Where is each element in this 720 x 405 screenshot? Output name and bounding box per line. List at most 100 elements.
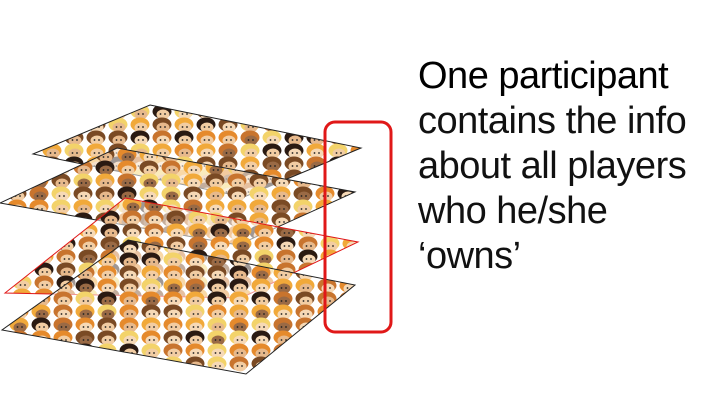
cartoon-face-icon xyxy=(163,356,183,372)
cartoon-face-icon xyxy=(75,291,95,307)
cartoon-face-icon xyxy=(339,356,355,372)
cartoon-face-icon xyxy=(42,105,62,120)
cartoon-face-icon xyxy=(254,236,274,252)
cartoon-face-icon xyxy=(251,343,271,359)
cartoon-face-icon xyxy=(207,265,227,281)
cartoon-face-icon xyxy=(117,173,137,189)
cartoon-face-icon xyxy=(262,156,282,172)
cartoon-face-icon xyxy=(185,343,205,359)
cartoon-face-icon xyxy=(185,330,205,346)
cartoon-face-icon xyxy=(31,356,51,372)
cartoon-face-icon xyxy=(163,252,183,268)
cartoon-face-icon xyxy=(56,249,76,265)
cartoon-face-icon xyxy=(317,304,337,320)
cartoon-face-icon xyxy=(9,343,29,359)
cartoon-face-icon xyxy=(73,173,93,189)
cartoon-face-icon xyxy=(7,238,27,245)
cartoon-face-icon xyxy=(119,265,139,281)
cartoon-face-icon xyxy=(342,198,358,213)
cartoon-face-icon xyxy=(117,148,137,163)
cartoon-face-icon xyxy=(166,223,186,239)
cartoon-face-icon xyxy=(75,304,95,320)
caption-line-4: who he/she xyxy=(418,190,608,232)
cartoon-face-icon xyxy=(251,317,271,333)
cartoon-face-icon xyxy=(210,223,230,239)
cartoon-face-icon xyxy=(139,160,159,176)
cartoon-face-icon xyxy=(163,278,183,294)
cartoon-face-icon xyxy=(295,278,315,294)
cartoon-face-icon xyxy=(95,160,115,176)
cartoon-face-icon xyxy=(97,265,117,281)
cartoon-face-icon xyxy=(12,210,32,226)
cartoon-face-icon xyxy=(240,130,260,146)
cartoon-face-icon xyxy=(34,223,54,239)
cartoon-face-icon xyxy=(7,148,27,163)
cartoon-face-icon xyxy=(284,117,304,133)
cartoon-face-icon xyxy=(227,186,247,202)
cartoon-face-icon xyxy=(342,236,358,252)
cartoon-face-icon xyxy=(229,304,249,320)
cartoon-face-icon xyxy=(342,262,358,278)
cartoon-face-icon xyxy=(227,173,247,189)
cartoon-face-icon xyxy=(166,210,186,226)
cartoon-face-icon xyxy=(56,223,76,239)
cartoon-face-icon xyxy=(130,130,150,146)
cartoon-face-icon xyxy=(284,143,304,159)
cartoon-face-icon xyxy=(144,223,164,239)
cartoon-face-icon xyxy=(328,117,348,133)
cartoon-face-icon xyxy=(86,130,106,146)
cartoon-face-icon xyxy=(339,304,355,320)
cartoon-face-icon xyxy=(185,291,205,307)
cartoon-face-icon xyxy=(141,304,161,320)
cartoon-face-icon xyxy=(205,173,225,189)
cartoon-face-icon xyxy=(31,317,51,333)
cartoon-face-icon xyxy=(271,186,291,202)
cartoon-face-icon xyxy=(163,304,183,320)
cartoon-face-icon xyxy=(183,173,203,189)
cartoon-face-icon xyxy=(51,199,71,215)
cartoon-face-icon xyxy=(249,186,269,202)
cartoon-face-icon xyxy=(7,225,27,241)
cartoon-face-icon xyxy=(141,330,161,346)
cartoon-face-icon xyxy=(122,223,142,239)
cartoon-face-icon xyxy=(141,317,161,333)
cartoon-face-icon xyxy=(207,304,227,320)
cartoon-face-icon xyxy=(339,343,355,359)
cartoon-face-icon xyxy=(29,160,49,176)
cartoon-face-icon xyxy=(295,343,315,359)
cartoon-face-icon xyxy=(350,117,361,133)
caption-line-1: One participant xyxy=(418,55,669,97)
cartoon-face-icon xyxy=(163,330,183,346)
cartoon-face-icon xyxy=(122,210,142,226)
cartoon-face-icon xyxy=(51,186,71,202)
cartoon-face-icon xyxy=(78,236,98,252)
cartoon-face-icon xyxy=(229,317,249,333)
cartoon-face-icon xyxy=(141,252,161,268)
cartoon-face-icon xyxy=(229,343,249,359)
cartoon-face-icon xyxy=(273,356,293,372)
cartoon-face-icon xyxy=(119,304,139,320)
cartoon-face-icon xyxy=(218,105,238,120)
cartoon-face-icon xyxy=(108,117,128,133)
caption-line-2: contains the info xyxy=(418,100,687,142)
cartoon-face-icon xyxy=(227,199,247,215)
cartoon-face-icon xyxy=(188,223,208,239)
cartoon-face-icon xyxy=(117,160,137,176)
cartoon-face-icon xyxy=(97,278,117,294)
cartoon-face-icon xyxy=(339,291,355,307)
cartoon-face-icon xyxy=(64,143,84,159)
cartoon-face-icon xyxy=(232,223,252,239)
cartoon-face-icon xyxy=(34,275,54,291)
cartoon-face-icon xyxy=(254,223,274,239)
caption-text: One participant contains the info about … xyxy=(418,54,713,279)
cartoon-face-icon xyxy=(210,236,230,252)
cartoon-face-icon xyxy=(100,223,120,239)
cartoon-face-icon xyxy=(273,304,293,320)
cartoon-face-icon xyxy=(97,343,117,359)
cartoon-face-icon xyxy=(97,317,117,333)
cartoon-face-icon xyxy=(218,130,238,146)
cartoon-face-icon xyxy=(251,291,271,307)
cartoon-face-icon xyxy=(350,169,361,185)
cartoon-face-icon xyxy=(185,304,205,320)
